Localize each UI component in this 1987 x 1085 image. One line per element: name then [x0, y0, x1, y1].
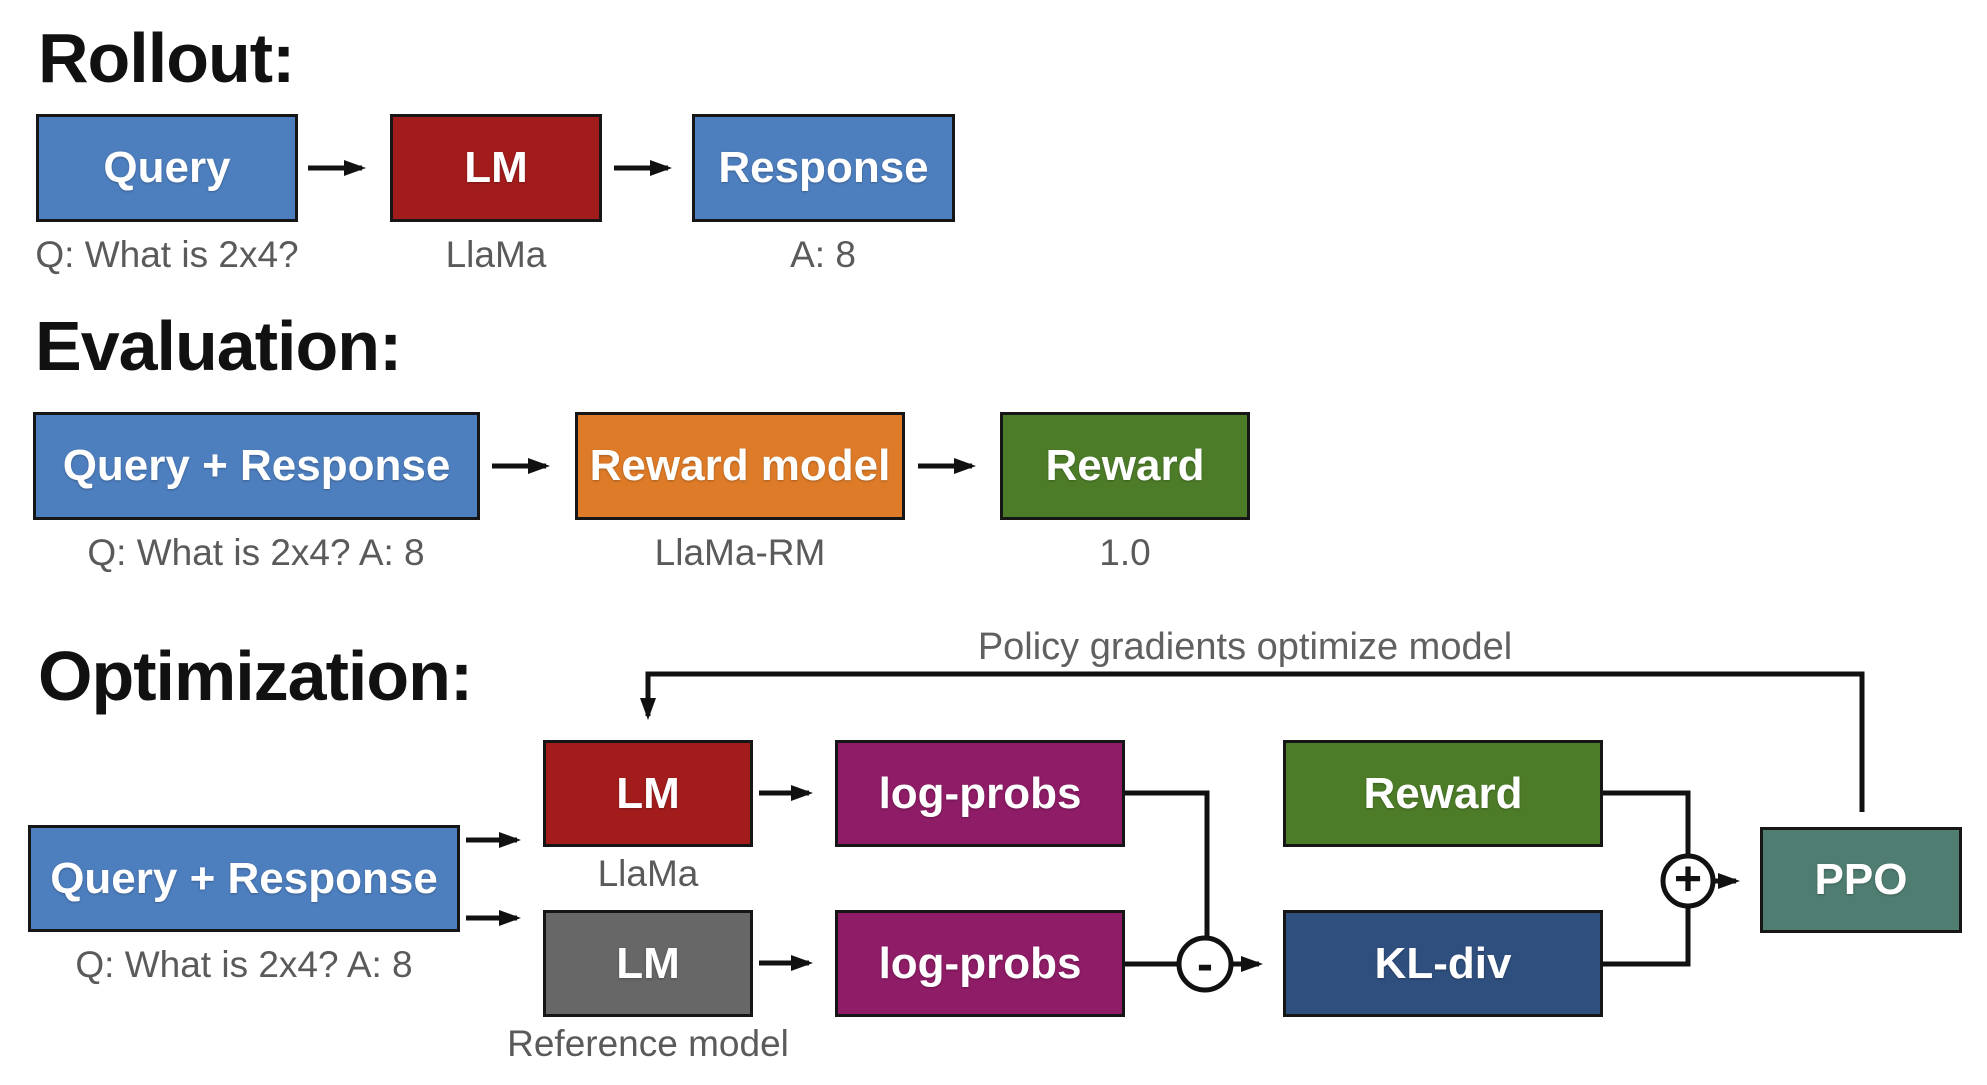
rollout-query-box: Query: [36, 114, 298, 222]
optimization-policy-lm-box: LM: [543, 740, 753, 847]
optimization-ppo-box: PPO: [1760, 827, 1962, 933]
optimization-reference-lm-sublabel: Reference model: [507, 1023, 789, 1064]
optimization-query-response-sublabel: Q: What is 2x4? A: 8: [75, 944, 413, 985]
optimization-policy-logprobs-box: log-probs: [835, 740, 1125, 847]
plus-operator-symbol: +: [1674, 853, 1702, 906]
rollout-lm-sublabel: LlaMa: [445, 234, 547, 275]
rollout-heading: Rollout:: [38, 19, 295, 97]
evaluation-heading: Evaluation:: [35, 307, 402, 385]
policy-gradients-annotation: Policy gradients optimize model: [977, 626, 1513, 668]
minus-operator-symbol: -: [1197, 938, 1213, 991]
optimization-heading: Optimization:: [38, 637, 473, 715]
rollout-response-box: Response: [692, 114, 955, 222]
optimization-policy-lm-sublabel: LlaMa: [597, 853, 699, 894]
evaluation-reward-model-box: Reward model: [575, 412, 905, 520]
rollout-lm-box: LM: [390, 114, 602, 222]
optimization-kl-div-box: KL-div: [1283, 910, 1603, 1017]
evaluation-query-response-box: Query + Response: [33, 412, 480, 520]
wire-reward-to-plus: [1603, 790, 1691, 854]
minus-operator-circle: [1176, 935, 1234, 993]
optimization-reward-box: Reward: [1283, 740, 1603, 847]
optimization-reference-lm-box: LM: [543, 910, 753, 1017]
evaluation-reward-box: Reward: [1000, 412, 1250, 520]
rollout-query-sublabel: Q: What is 2x4?: [35, 234, 299, 275]
evaluation-query-response-sublabel: Q: What is 2x4? A: 8: [87, 532, 425, 573]
evaluation-reward-model-sublabel: LlaMa-RM: [654, 532, 826, 573]
optimization-query-response-box: Query + Response: [28, 825, 460, 932]
evaluation-reward-sublabel: 1.0: [1099, 532, 1151, 573]
wire-kldiv-to-plus: [1603, 908, 1691, 967]
plus-operator-circle: [1660, 853, 1716, 909]
wire-policy-gradient-feedback: [640, 671, 1865, 812]
optimization-reference-logprobs-box: log-probs: [835, 910, 1125, 1017]
rollout-response-sublabel: A: 8: [790, 234, 856, 275]
wire-policy-logprobs-to-minus: [1125, 790, 1210, 936]
